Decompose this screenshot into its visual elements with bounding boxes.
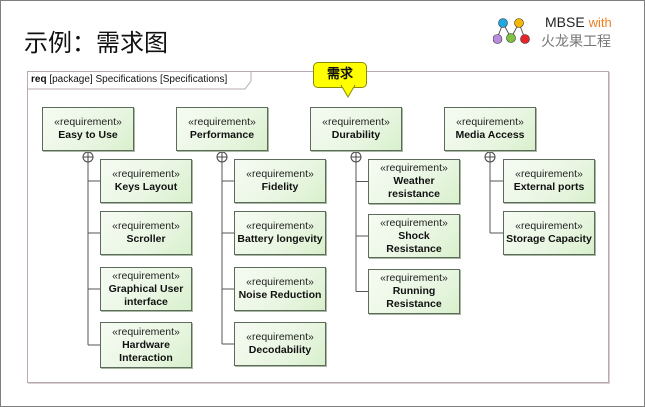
logo-node-green	[506, 33, 516, 43]
requirement-name: Fidelity	[261, 181, 299, 193]
logo-node-yellow	[514, 18, 524, 28]
requirement-child[interactable]: «requirement»Hardware Interaction	[100, 322, 192, 368]
requirement-name: Performance	[189, 129, 255, 141]
frame-title: [package] Specifications [Specifications…	[49, 74, 228, 85]
requirement-parent[interactable]: «requirement»Easy to Use	[42, 107, 134, 151]
stereotype-label: «requirement»	[322, 116, 390, 128]
stereotype-label: «requirement»	[54, 116, 122, 128]
callout-tail-icon	[340, 85, 356, 98]
stereotype-label: «requirement»	[246, 168, 314, 180]
requirement-name: Graphical User interface	[108, 282, 184, 308]
requirement-name: Storage Capacity	[506, 233, 592, 245]
requirement-child[interactable]: «requirement»Storage Capacity	[503, 211, 595, 255]
requirement-parent[interactable]: «requirement»Performance	[176, 107, 268, 151]
logo-node-red	[520, 34, 530, 44]
requirement-name: Running Resistance	[386, 285, 442, 310]
requirement-name: Shock Resistance	[386, 229, 442, 255]
requirement-name: Battery longevity	[237, 233, 323, 245]
containment-icon	[216, 151, 228, 163]
stereotype-label: «requirement»	[246, 220, 314, 232]
slide-title: 示例：需求图	[24, 29, 168, 57]
requirement-child[interactable]: «requirement»Scroller	[100, 211, 192, 255]
requirement-name: Scroller	[126, 233, 166, 245]
requirement-child[interactable]: «requirement»Battery longevity	[234, 211, 326, 255]
stereotype-label: «requirement»	[246, 276, 314, 288]
requirement-name: Weather resistance	[388, 175, 440, 200]
frame-tab	[27, 71, 252, 90]
requirement-name: Decodability	[248, 344, 312, 356]
requirement-name: Media Access	[455, 129, 525, 141]
requirement-child[interactable]: «requirement»Graphical User interface	[100, 267, 192, 311]
frame-label: req [package] Specifications [Specificat…	[31, 74, 227, 85]
logo-node-purple	[493, 34, 503, 44]
stereotype-label: «requirement»	[112, 220, 180, 232]
requirement-parent[interactable]: «requirement»Media Access	[444, 107, 536, 151]
logo-node-blue	[498, 18, 508, 28]
requirement-child[interactable]: «requirement»Fidelity	[234, 159, 326, 203]
requirement-child[interactable]: «requirement»Running Resistance	[368, 269, 460, 314]
requirement-name: External ports	[513, 181, 585, 193]
logo-brand: MBSE with	[545, 14, 612, 30]
logo-with-text: with	[588, 15, 612, 30]
logo-subtitle: 火龙果工程	[541, 34, 611, 50]
frame-keyword: req	[31, 74, 47, 85]
requirement-name: Easy to Use	[58, 129, 118, 141]
requirement-child[interactable]: «requirement»Shock Resistance	[368, 214, 460, 258]
requirement-name: Noise Reduction	[238, 289, 322, 301]
requirement-child[interactable]: «requirement»Decodability	[234, 322, 326, 366]
stereotype-label: «requirement»	[188, 116, 256, 128]
stereotype-label: «requirement»	[515, 220, 583, 232]
stereotype-label: «requirement»	[112, 325, 180, 338]
requirement-name: Hardware Interaction	[119, 338, 173, 364]
stereotype-label: «requirement»	[380, 272, 448, 284]
requirement-child[interactable]: «requirement»Weather resistance	[368, 159, 460, 204]
requirement-name: Keys Layout	[114, 181, 178, 193]
callout-note: 需求	[313, 62, 367, 88]
stereotype-label: «requirement»	[515, 168, 583, 180]
stereotype-label: «requirement»	[112, 168, 180, 180]
containment-icon	[82, 151, 94, 163]
containment-icon	[484, 151, 496, 163]
logo-brand-text: MBSE	[545, 14, 585, 30]
stereotype-label: «requirement»	[456, 116, 524, 128]
mbse-logo-icon	[493, 18, 530, 44]
containment-icon	[350, 151, 362, 163]
stereotype-label: «requirement»	[380, 162, 448, 174]
stereotype-label: «requirement»	[112, 269, 180, 282]
requirement-child[interactable]: «requirement»Keys Layout	[100, 159, 192, 203]
requirement-child[interactable]: «requirement»External ports	[503, 159, 595, 203]
requirement-parent[interactable]: «requirement»Durability	[310, 107, 402, 151]
stereotype-label: «requirement»	[246, 331, 314, 343]
requirement-name: Durability	[331, 129, 381, 141]
requirement-child[interactable]: «requirement»Noise Reduction	[234, 267, 326, 311]
stereotype-label: «requirement»	[380, 216, 448, 229]
